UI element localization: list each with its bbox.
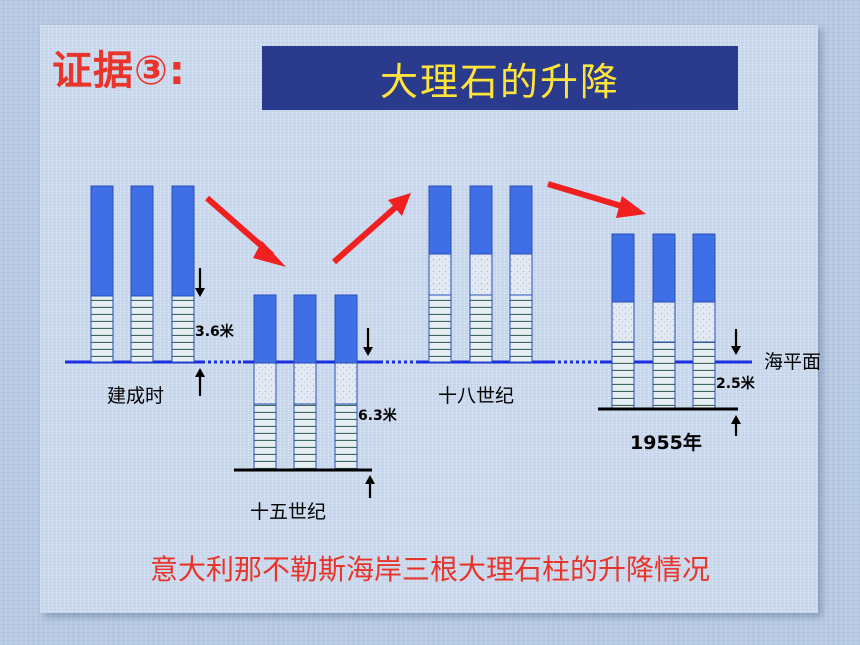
stage-2-measurement: 6.3米 [358, 407, 398, 424]
transition-arrow-sink-again [547, 181, 646, 218]
marble-column [652, 233, 676, 410]
title-banner: 大理石的升降 [262, 46, 738, 110]
content-panel [40, 25, 818, 613]
sea-level-label: 海平面 [764, 351, 821, 373]
marble-column [293, 294, 317, 471]
stage-2-columns [253, 294, 358, 471]
slide-caption: 意大利那不勒斯海岸三根大理石柱的升降情况 [149, 553, 710, 586]
stage-4-measurement: 2.5米 [716, 375, 756, 392]
stage-1-measurement: 3.6米 [195, 323, 235, 340]
marble-column [253, 294, 277, 471]
slide-title: 大理石的升降 [379, 59, 620, 104]
marble-column [469, 185, 493, 363]
stage-2-height-arrows [363, 328, 375, 498]
marble-column [171, 185, 195, 363]
stage-1-label: 建成时 [107, 385, 164, 407]
evidence-label: 证据③: [52, 48, 186, 94]
stage-2-label: 十五世纪 [250, 501, 326, 523]
transition-arrow-rise [332, 193, 411, 265]
marble-column [611, 233, 635, 410]
stage-1-columns [90, 185, 195, 363]
stage-4-label: 1955年 [630, 431, 702, 454]
marble-column [692, 233, 716, 410]
stage-4-height-arrows [731, 329, 741, 436]
marble-column [130, 185, 154, 363]
marble-column [509, 185, 533, 363]
stage-4-columns [611, 233, 716, 410]
marble-column [334, 294, 358, 471]
marble-column [90, 185, 114, 363]
stage-3-columns [428, 185, 533, 363]
marble-column [428, 185, 452, 363]
stage-3-label: 十八世纪 [438, 385, 514, 407]
transition-arrow-sink [205, 195, 286, 267]
stage-1-height-arrows [195, 268, 205, 396]
